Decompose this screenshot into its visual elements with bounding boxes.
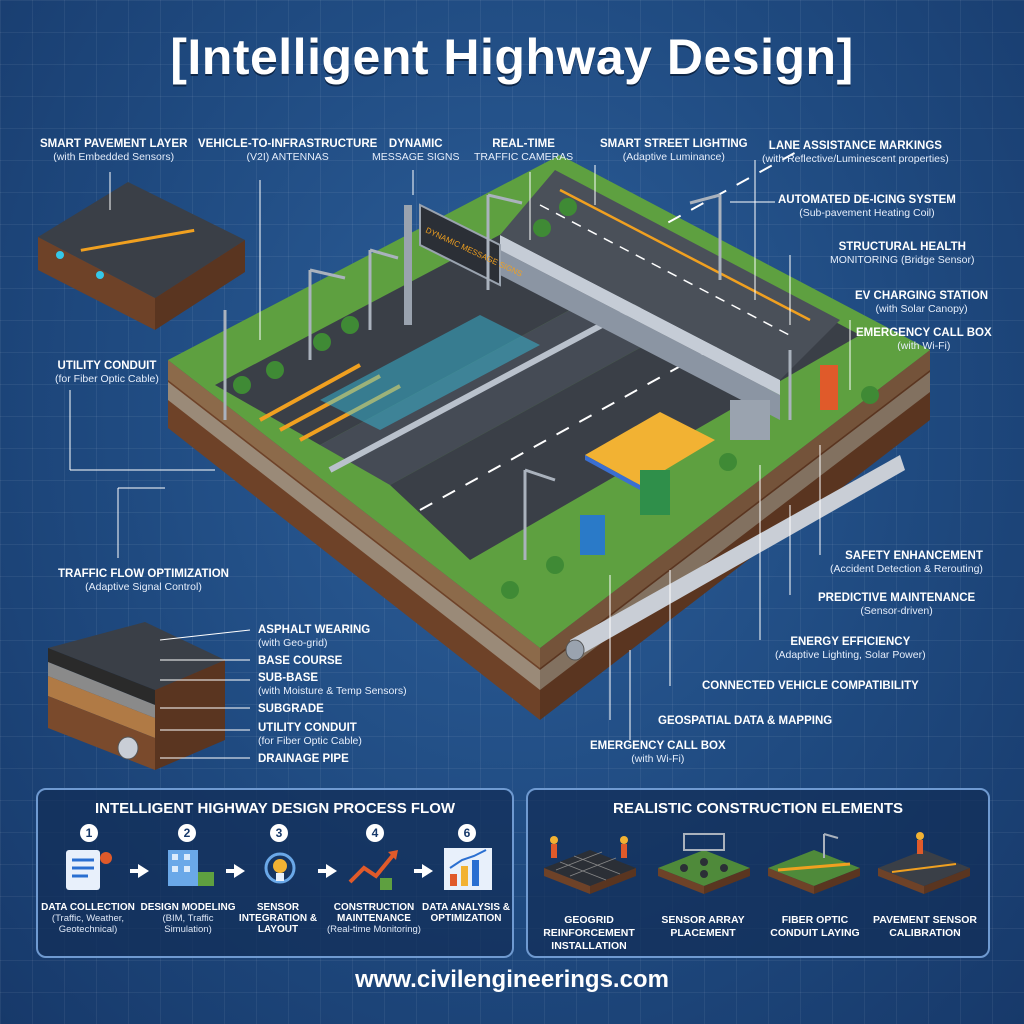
- step-label-construction-maintenance: CONSTRUCTION MAINTENANCE(Real-time Monit…: [327, 902, 421, 935]
- step-number: 4: [366, 824, 384, 842]
- callout-traffic-flow-optimization: TRAFFIC FLOW OPTIMIZATION (Adaptive Sign…: [58, 568, 229, 593]
- layer-label-subgrade: SUBGRADE: [258, 703, 324, 715]
- step-label-data-collection: DATA COLLECTION(Traffic, Weather, Geotec…: [41, 902, 135, 935]
- callout-predictive-maintenance: PREDICTIVE MAINTENANCE (Sensor-driven): [818, 592, 976, 617]
- step-label-design-modeling: DESIGN MODELING(BIM, Traffic Simulation): [140, 902, 236, 935]
- page-title: [Intelligent Highway Design]: [170, 29, 854, 85]
- fiber-conduit-icon: [768, 833, 860, 894]
- callout-emergency-call-box-bottom: EMERGENCY CALL BOX (with Wi-Fi): [590, 740, 726, 765]
- website-footer: www.civilengineerings.com: [355, 966, 669, 993]
- callout-smart-pavement: SMART PAVEMENT LAYER (with Embedded Sens…: [40, 138, 188, 163]
- construction-label-geogrid: GEOGRID REINFORCEMENT INSTALLATION: [543, 914, 635, 952]
- flow-arrow-icon: [226, 864, 245, 878]
- geogrid-icon: [544, 836, 636, 894]
- step-number: 6: [458, 824, 476, 842]
- trend-arrow-icon: [348, 850, 398, 890]
- step-label-data-analysis: DATA ANALYSIS & OPTIMIZATION: [422, 902, 510, 924]
- construction-elements-title: REALISTIC CONSTRUCTION ELEMENTS: [612, 800, 903, 817]
- sensor-bulb-icon: [264, 852, 296, 884]
- callout-smart-street-lighting: SMART STREET LIGHTING (Adaptive Luminanc…: [600, 138, 748, 163]
- bar-chart-icon: [444, 848, 492, 890]
- layer-label-utility-conduit: UTILITY CONDUIT(for Fiber Optic Cable): [258, 722, 362, 747]
- construction-label-fiber-optic: FIBER OPTIC CONDUIT LAYING: [770, 914, 860, 939]
- layer-label-asphalt: ASPHALT WEARING(with Geo-grid): [258, 624, 371, 649]
- smart-pavement-inset: [38, 182, 245, 330]
- callout-automated-deicing: AUTOMATED DE-ICING SYSTEM (Sub-pavement …: [778, 194, 956, 219]
- callout-ev-charging: EV CHARGING STATION (with Solar Canopy): [855, 290, 989, 315]
- callout-lane-assistance-markings: LANE ASSISTANCE MARKINGS (with Reflectiv…: [762, 140, 949, 165]
- callout-energy-efficiency: ENERGY EFFICIENCY (Adaptive Lighting, So…: [775, 636, 926, 661]
- step-label-sensor-integration: SENSOR INTEGRATION & LAYOUT: [238, 902, 318, 935]
- callout-safety-enhancement: SAFETY ENHANCEMENT (Accident Detection &…: [830, 550, 983, 575]
- layer-label-drainage-pipe: DRAINAGE PIPE: [258, 753, 349, 765]
- layer-label-base-course: BASE COURSE: [258, 655, 343, 667]
- diorama-top-surface: [168, 149, 930, 661]
- callout-leader-lines: [69, 160, 851, 740]
- callout-geospatial-data: GEOSPATIAL DATA & MAPPING: [658, 715, 833, 727]
- process-flow-title: INTELLIGENT HIGHWAY DESIGN PROCESS FLOW: [94, 800, 456, 817]
- pavement-sensor-icon: [878, 832, 970, 894]
- sensor-array-icon: [658, 833, 750, 894]
- construction-elements-panel: REALISTIC CONSTRUCTION ELEMENTS GEOGRID …: [526, 788, 990, 958]
- callout-v2i-antennas: VEHICLE-TO-INFRASTRUCTURE (V2I) ANTENNAS: [198, 138, 378, 163]
- flow-arrow-icon: [414, 864, 433, 878]
- callout-connected-vehicle: CONNECTED VEHICLE COMPATIBILITY: [702, 680, 919, 692]
- layer-label-sub-base: SUB-BASE(with Moisture & Temp Sensors): [258, 672, 407, 697]
- callout-structural-health: STRUCTURAL HEALTH MONITORING (Bridge Sen…: [830, 241, 975, 266]
- clipboard-icon: [66, 850, 112, 890]
- process-flow-panel: INTELLIGENT HIGHWAY DESIGN PROCESS FLOW …: [36, 788, 514, 958]
- callout-traffic-cameras: REAL-TIME TRAFFIC CAMERAS: [474, 138, 574, 163]
- layer-cross-section-inset: [48, 622, 251, 770]
- step-number: 3: [270, 824, 288, 842]
- callout-utility-conduit-top: UTILITY CONDUIT (for Fiber Optic Cable): [55, 360, 159, 385]
- construction-label-sensor-array: SENSOR ARRAY PLACEMENT: [661, 914, 745, 939]
- callout-dynamic-message-signs: DYNAMIC MESSAGE SIGNS: [372, 138, 460, 163]
- step-number: 1: [80, 824, 98, 842]
- building-model-icon: [168, 850, 214, 886]
- construction-label-pavement-sensor: PAVEMENT SENSOR CALIBRATION: [872, 914, 978, 939]
- step-number: 2: [178, 824, 196, 842]
- flow-arrow-icon: [318, 864, 337, 878]
- flow-arrow-icon: [130, 864, 149, 878]
- callout-emergency-call-box-top: EMERGENCY CALL BOX (with Wi-Fi): [856, 327, 992, 352]
